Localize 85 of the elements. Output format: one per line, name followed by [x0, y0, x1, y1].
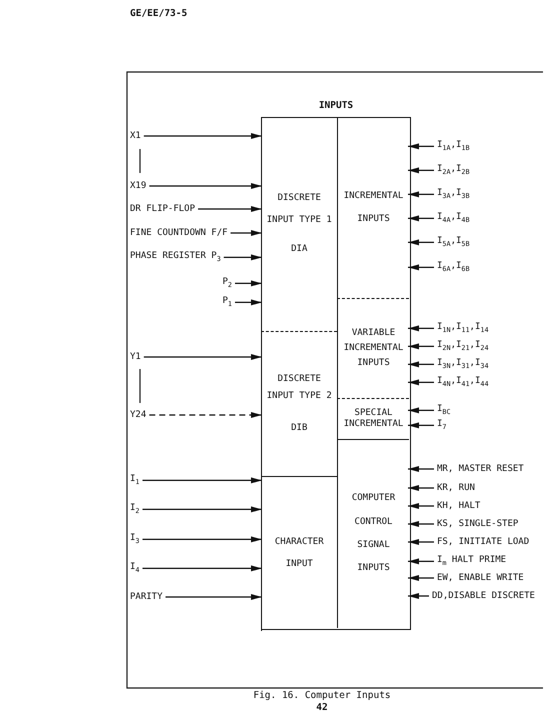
section-label: DIA [290, 243, 308, 256]
arrow [408, 361, 434, 368]
signal-label: X1 [130, 130, 141, 142]
section-box [337, 439, 409, 628]
section-label: DISCRETE INPUT TYPE 1 [266, 192, 332, 227]
arrow [230, 230, 262, 236]
arrow [142, 477, 262, 484]
signal-label: I$_{3A}$,I$_{3B}$ [437, 187, 470, 202]
arrow [408, 215, 434, 222]
arrow [408, 503, 434, 509]
arrow [408, 466, 434, 472]
signal-label: FINE COUNTDOWN F/F [130, 227, 228, 239]
signal-label: I$_{7}$ [437, 418, 446, 433]
arrow [408, 422, 434, 428]
arrow [408, 239, 434, 246]
signal-label: MR, MASTER RESET [437, 463, 524, 475]
signal-label: KH, HALT [437, 500, 480, 512]
arrow [408, 264, 434, 270]
signal-label: PHASE REGISTER P$_{3}$ [130, 250, 221, 265]
arrow [408, 379, 434, 386]
section-label: COMPUTER CONTROL SIGNAL INPUTS [350, 492, 396, 576]
signal-label: I$_{5A}$,I$_{5B}$ [437, 235, 470, 250]
signal-label: P$_{2}$ [222, 276, 232, 291]
arrow [149, 183, 262, 189]
section-label: DISCRETE INPUT TYPE 2 [266, 373, 332, 404]
section-label: VARIABLE INCREMENTAL INPUTS [342, 326, 404, 370]
document-number: GE/EE/73-5 [130, 8, 188, 19]
arrow [408, 485, 434, 491]
signal-label: KS, SINGLE-STEP [437, 518, 518, 530]
section-box [260, 476, 337, 631]
signal-label: KR, RUN [437, 482, 475, 494]
arrow [408, 558, 434, 564]
arrow [408, 191, 434, 198]
block-heading: INPUTS [318, 100, 354, 111]
section-label: INCREMENTAL INPUTS [342, 190, 404, 226]
page-number: 42 [316, 702, 328, 713]
signal-label: EW, ENABLE WRITE [437, 572, 524, 584]
arrow [408, 539, 434, 545]
arrow [408, 593, 429, 599]
arrow [166, 594, 262, 600]
section-label: CHARACTER INPUT [274, 536, 325, 571]
arrow [408, 167, 434, 174]
signal-label: I$_{2A}$,I$_{2B}$ [437, 163, 470, 178]
signal-label: I$_{4N}$,I$_{41}$,I$_{44}$ [437, 375, 489, 390]
signal-label: I$_{2N}$,I$_{21}$,I$_{24}$ [437, 339, 489, 354]
signal-label: I$_{4A}$,I$_{4B}$ [437, 211, 470, 226]
arrow [144, 354, 262, 360]
signal-label: I$_{3N}$,I$_{31}$,I$_{34}$ [437, 357, 489, 372]
arrow [149, 412, 262, 418]
signal-label: I$_{4}$ [130, 561, 140, 576]
signal-label: Y1 [130, 351, 141, 363]
arrow [408, 521, 434, 527]
section-label: DIB [290, 422, 308, 435]
arrow [408, 343, 434, 350]
section-box [337, 298, 409, 398]
arrow [235, 299, 262, 306]
arrow [224, 254, 262, 260]
signal-label: I$_{1}$ [130, 473, 140, 488]
arrow [235, 280, 262, 286]
section-label: SPECIAL INCREMENTAL [342, 408, 404, 430]
signal-label: PARITY [130, 591, 163, 603]
signal-label: P$_{1}$ [222, 295, 232, 310]
signal-label: I$_{m}$ HALT PRIME [437, 554, 506, 569]
signal-label: I$_{6A}$,I$_{6B}$ [437, 260, 470, 275]
signal-label: Y24 [130, 409, 146, 421]
signal-label: DD,DISABLE DISCRETE [432, 590, 535, 602]
signal-label: X19 [130, 180, 146, 192]
signal-label: I$_{BC}$ [437, 403, 451, 418]
signal-label: DR FLIP-FLOP [130, 203, 196, 215]
section-box [337, 398, 409, 439]
signal-label: FS, INITIATE LOAD [437, 536, 530, 548]
arrow [198, 206, 262, 212]
signal-label: I$_{1N}$,I$_{11}$,I$_{14}$ [437, 321, 489, 336]
arrow [408, 575, 434, 581]
signal-label: I$_{3}$ [130, 532, 140, 547]
arrow [142, 536, 262, 542]
arrow [144, 133, 262, 139]
arrow [408, 407, 434, 414]
arrow [408, 325, 434, 332]
arrow [142, 565, 262, 572]
arrow [408, 143, 434, 150]
signal-label: I$_{2}$ [130, 502, 140, 517]
arrow [142, 506, 262, 512]
signal-label: I$_{1A}$,I$_{1B}$ [437, 139, 470, 154]
figure-caption: Fig. 16. Computer Inputs [253, 690, 391, 701]
